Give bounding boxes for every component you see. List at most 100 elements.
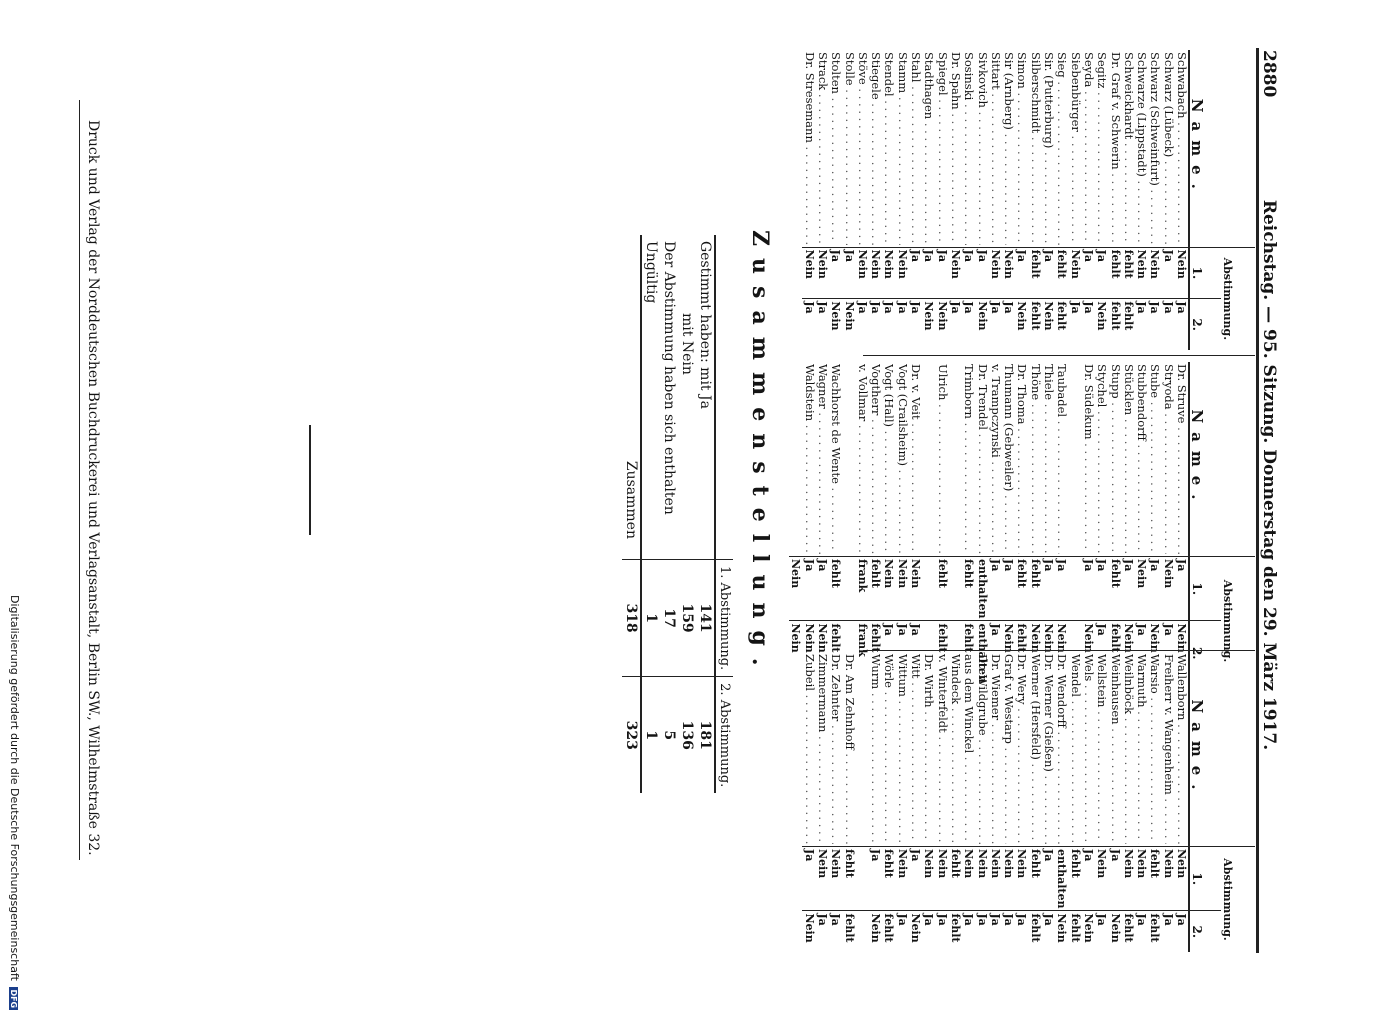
table-row: Zubeil . . . . . . . . . . . . . . . . .…	[802, 652, 816, 952]
table-row: Stupp . . . . . . . . . . . . . . . . . …	[1108, 362, 1122, 685]
vote-2: Ja	[975, 910, 989, 952]
table-row: Dr. Wirth . . . . . . . . . . . . . . . …	[922, 652, 936, 952]
member-name: Stryoda	[1161, 364, 1175, 410]
leader-dots: . . . . . . . . . . . . . . . . . . . . …	[855, 421, 869, 554]
table-row: Schwarz (Lübeck) . . . . . . . . . . . .…	[1161, 50, 1175, 350]
vote-2: Ja	[988, 910, 1002, 952]
member-name: Schwarze (Lippstadt)	[1135, 52, 1149, 177]
summary-label: mit Nein	[679, 313, 695, 375]
table-row: v. Trampczynski . . . . . . . . . . . . …	[988, 362, 1002, 685]
vote-2: Ja	[1068, 298, 1082, 350]
vote-2	[855, 910, 869, 952]
member-name: Stubbendorff	[1135, 364, 1149, 441]
leader-dots: . . . . . . . . . . . . . . . . . . . . …	[948, 109, 962, 245]
member-name: Ulrich	[935, 364, 949, 401]
table-row: Stolle . . . . . . . . . . . . . . . . .…	[842, 50, 856, 350]
summary-total-value: 323	[622, 676, 641, 794]
imprint-footer: Druck und Verlag der Norddeutschen Buchd…	[85, 120, 101, 856]
vote-1: Ja	[802, 556, 816, 621]
vote-2: Ja	[948, 298, 962, 350]
table-row: Dr. v. Veit . . . . . . . . . . . . . . …	[908, 362, 923, 685]
table-row: Wörle . . . . . . . . . . . . . . . . . …	[882, 652, 896, 952]
leader-dots: . . . . . . . . . . . . . . . . . . . . …	[1068, 131, 1082, 245]
member-name: Stöve	[855, 52, 869, 85]
vote-2: Nein	[975, 298, 989, 350]
table-row: Schwabach . . . . . . . . . . . . . . . …	[1174, 50, 1189, 350]
vote-1	[1068, 556, 1082, 621]
vote-1: Ja	[1174, 556, 1189, 621]
leader-dots: . . . . . . . . . . . . . . . . . . . . …	[1081, 439, 1095, 554]
leader-dots: . . . . . . . . . . . . . . . . . . . . …	[948, 704, 962, 844]
member-name: Freiherr v. Wangenheim	[1161, 654, 1175, 795]
member-name: Dr. Trendel	[975, 364, 989, 430]
table-row: v. Vollmar . . . . . . . . . . . . . . .…	[855, 362, 869, 685]
vote-2: fehlt	[1121, 910, 1135, 952]
vote-2: Ja	[1161, 910, 1175, 952]
table-row: Dr. Trendel . . . . . . . . . . . . . . …	[975, 362, 989, 685]
leader-dots: . . . . . . . . . . . . . . . . . . . . …	[1095, 707, 1109, 844]
leader-dots: . . . . . . . . . . . . . . . . . . . . …	[1121, 139, 1135, 245]
vote-1: Nein	[815, 247, 829, 299]
vote-table-column-3: Name.Abstimmung.1.2.Wallenborn . . . . .…	[802, 652, 1255, 952]
member-name: Dr. Zehnter	[829, 654, 843, 722]
leader-dots: . . . . . . . . . . . . . . . . . . . . …	[1015, 88, 1029, 245]
table-row: Stychel . . . . . . . . . . . . . . . . …	[1094, 362, 1109, 685]
leader-dots: . . . . . . . . . . . . . . . . . . . . …	[935, 400, 949, 554]
member-name: Dr. Spahn	[948, 52, 962, 110]
member-name: Dr. Stresemann	[802, 52, 816, 143]
member-name: Silberschmidt	[1028, 52, 1042, 134]
leader-dots: . . . . . . . . . . . . . . . . . . . . …	[802, 421, 816, 554]
summary-label: Gestimmt haben: mit Ja	[697, 241, 713, 409]
leader-dots: . . . . . . . . . . . . . . . . . . . . …	[1175, 118, 1188, 245]
member-name: Witt	[909, 654, 923, 679]
summary-col1-header: 1. Abstimmung.	[715, 559, 733, 677]
leader-dots: . . . . . . . . . . . . . . . . . . . . …	[1162, 157, 1175, 245]
summary-total-label: Zusammen	[622, 235, 641, 560]
table-row	[948, 362, 962, 685]
table-row: Dr. Wildgrube . . . . . . . . . . . . . …	[975, 652, 989, 952]
summary-value: 159	[678, 559, 696, 677]
member-name: Zubeil	[802, 654, 816, 691]
vote-2: fehlt	[1148, 910, 1162, 952]
table-row: Stamm . . . . . . . . . . . . . . . . . …	[895, 50, 909, 350]
vote-1: enthalten	[1055, 846, 1069, 911]
member-name: Dr. v. Veit	[909, 364, 923, 420]
member-name: Dr. Wery	[1015, 654, 1029, 705]
leader-dots: . . . . . . . . . . . . . . . . . . . . …	[1161, 409, 1175, 554]
vote-sub-header-1: 1.	[1189, 556, 1222, 621]
leader-dots: . . . . . . . . . . . . . . . . . . . . …	[882, 427, 896, 554]
vote-2: Ja	[1081, 298, 1095, 350]
vote-1: Ja	[908, 247, 923, 299]
vote-2: Ja	[1001, 910, 1016, 952]
leader-dots: . . . . . . . . . . . . . . . . . . . . …	[1135, 177, 1148, 244]
table-row: Ulrich . . . . . . . . . . . . . . . . .…	[935, 362, 949, 685]
vote-2: fehlt	[882, 910, 896, 952]
vote-2: Ja	[961, 910, 976, 952]
summary-value: 5	[660, 676, 678, 794]
member-name: Dr. Struve	[1175, 364, 1188, 424]
table-row: Silberschmidt . . . . . . . . . . . . . …	[1028, 50, 1042, 350]
member-name: Dr. Thoma	[1015, 364, 1029, 425]
vote-2: fehlt	[1068, 910, 1082, 952]
member-name: Vogt (Crailsheim)	[895, 364, 909, 466]
summary-title: Zusammenstellung.	[747, 230, 773, 678]
member-name: Schwarz (Schweinfurt)	[1148, 52, 1162, 186]
member-name: Thumann (Gebweiler)	[1002, 364, 1016, 492]
vote-1: Nein	[882, 556, 896, 621]
leader-dots: . . . . . . . . . . . . . . . . . . . . …	[1055, 77, 1069, 245]
summary-total-value: 318	[622, 559, 641, 677]
member-name: Weilnböck	[1121, 654, 1135, 715]
summary-value: 136	[678, 676, 696, 794]
table-row: Sieg . . . . . . . . . . . . . . . . . .…	[1055, 50, 1069, 350]
leader-dots: . . . . . . . . . . . . . . . . . . . . …	[909, 678, 923, 844]
summary-table: 1. Abstimmung. 2. Abstimmung. Gestimmt h…	[622, 235, 733, 794]
vote-1: Ja	[1148, 556, 1162, 621]
vote-1: Ja	[935, 247, 949, 299]
member-name: Stahl	[909, 52, 923, 83]
member-name: Seyda	[1081, 52, 1095, 88]
leader-dots: . . . . . . . . . . . . . . . . . . . . …	[962, 418, 976, 554]
table-row: Dr. Werner (Gießen) . . . . . . . . . . …	[1041, 652, 1056, 952]
member-name: Wagner	[815, 364, 829, 409]
leader-dots: . . . . . . . . . . . . . . . . . . . . …	[1055, 417, 1069, 554]
leader-dots: . . . . . . . . . . . . . . . . . . . . …	[855, 84, 869, 245]
